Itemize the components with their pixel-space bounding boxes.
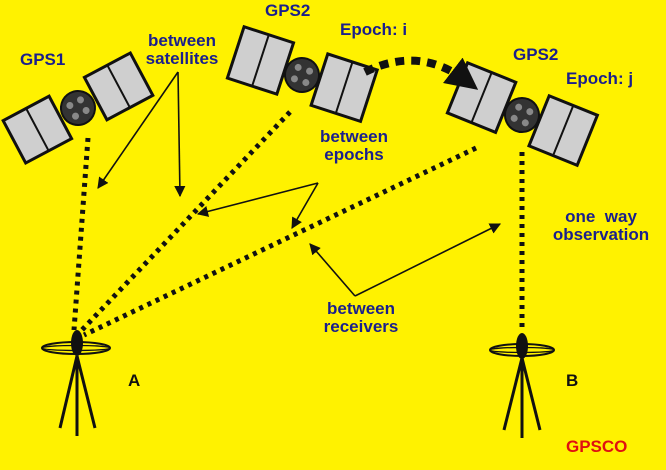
observation-lines [71,110,525,338]
line-gps2-j-to-a [82,145,478,338]
label-gps2-epoch-i: GPS2 [265,1,311,20]
label-gps2-epoch-j: GPS2 [513,45,559,64]
satellite-gps1-icon [1,50,155,166]
satellite-gps2-epoch-i-icon [225,24,380,124]
label-gps1: GPS1 [20,50,66,69]
label-between-epochs-line1: between [319,127,389,146]
label-receiver-a: A [128,371,141,390]
satellite-gps2-epoch-j-icon [445,60,600,168]
receiver-b-icon [489,333,555,438]
annotation-arrows [97,71,502,297]
line-gps2-i-to-a [78,110,292,334]
label-between-epochs-line2: epochs [324,144,384,164]
label-one-way-line1: one way [565,207,637,226]
label-one-way-observation: one way observation [540,208,662,244]
label-between-satellites: between satellites [128,32,236,68]
receiver-a-icon [41,330,111,436]
label-receiver-b: B [566,371,579,390]
epoch-motion-arrow [363,56,479,90]
label-between-receivers-line1: between [326,299,396,318]
label-one-way-line2: observation [552,224,650,244]
label-between-satellites-line2: satellites [145,48,219,68]
credit-gpsco: GPSCO [566,437,628,456]
label-between-epochs: between epochs [312,128,396,164]
label-between-receivers-line2: receivers [323,316,399,336]
label-between-receivers: between receivers [316,300,406,336]
label-between-satellites-line1: between [147,31,217,50]
label-epoch-i: Epoch: i [340,20,408,39]
line-gps1-to-a [71,137,91,331]
label-epoch-j: Epoch: j [566,69,634,88]
